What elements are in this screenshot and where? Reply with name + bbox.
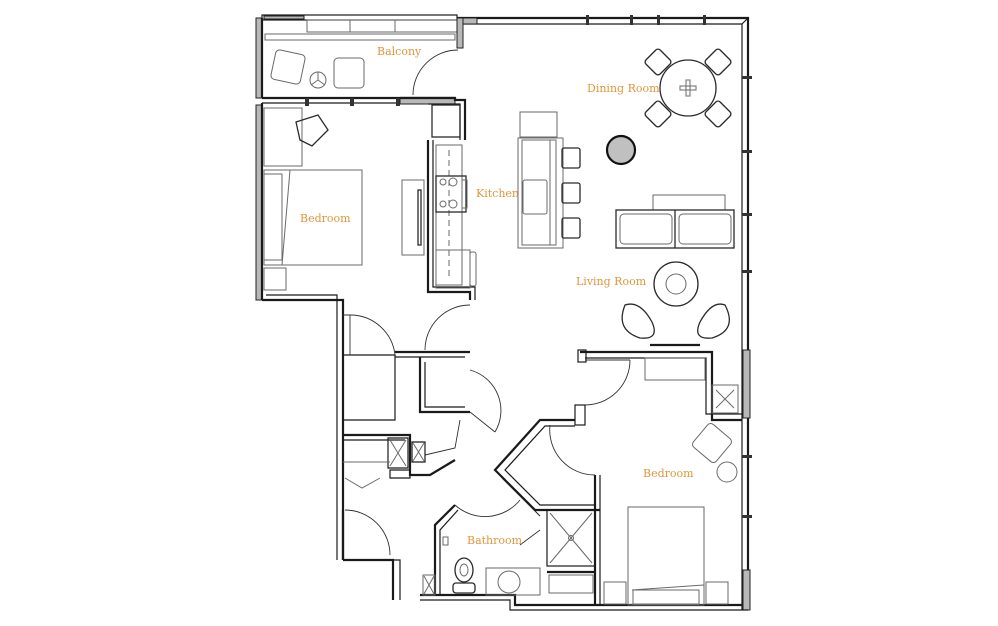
interior-walls xyxy=(341,96,742,605)
label-kitchen: Kitchen xyxy=(476,187,519,200)
bathroom-furniture xyxy=(422,536,541,596)
balcony-furniture xyxy=(270,49,365,89)
label-living-room: Living Room xyxy=(576,275,647,288)
label-bedroom-2: Bedroom xyxy=(643,467,694,480)
label-bedroom-1: Bedroom xyxy=(300,212,351,225)
doors xyxy=(343,49,631,556)
bedroom1-furniture xyxy=(263,107,425,291)
label-balcony: Balcony xyxy=(377,45,422,58)
label-bathroom: Bathroom xyxy=(467,534,523,547)
dining-furniture xyxy=(605,48,732,166)
kitchen-furniture xyxy=(431,104,581,289)
bedroom2-furniture xyxy=(603,423,738,606)
exterior-walls xyxy=(255,14,752,611)
label-dining-room: Dining Room xyxy=(587,82,660,95)
living-furniture xyxy=(615,194,735,339)
room-labels: Balcony Dining Room Kitchen Bedroom Livi… xyxy=(300,45,694,547)
